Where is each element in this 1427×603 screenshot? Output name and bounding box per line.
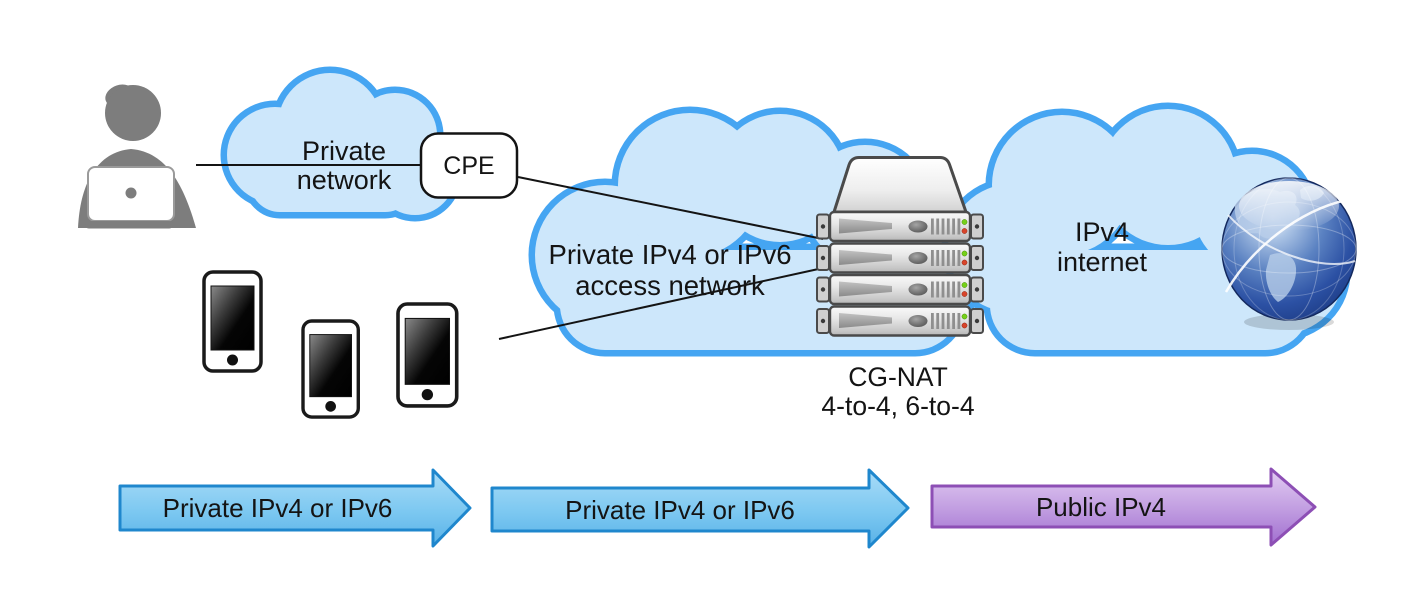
flow-arrow-public	[930, 467, 1317, 547]
cpe-box	[419, 132, 519, 199]
smartphone-icon-1	[202, 270, 263, 373]
smartphone-icon-2	[301, 319, 360, 419]
phones-to-nat-line	[498, 267, 824, 340]
flow-arrow-private-1	[118, 468, 472, 548]
private-network-cloud	[227, 73, 455, 215]
flow-arrow-private-2	[490, 468, 910, 549]
globe-icon	[1221, 177, 1357, 330]
smartphone-icon-3	[396, 302, 459, 408]
cpe-to-nat-line	[517, 176, 824, 240]
server-stack-icon	[816, 156, 984, 337]
user-icon	[78, 84, 196, 229]
